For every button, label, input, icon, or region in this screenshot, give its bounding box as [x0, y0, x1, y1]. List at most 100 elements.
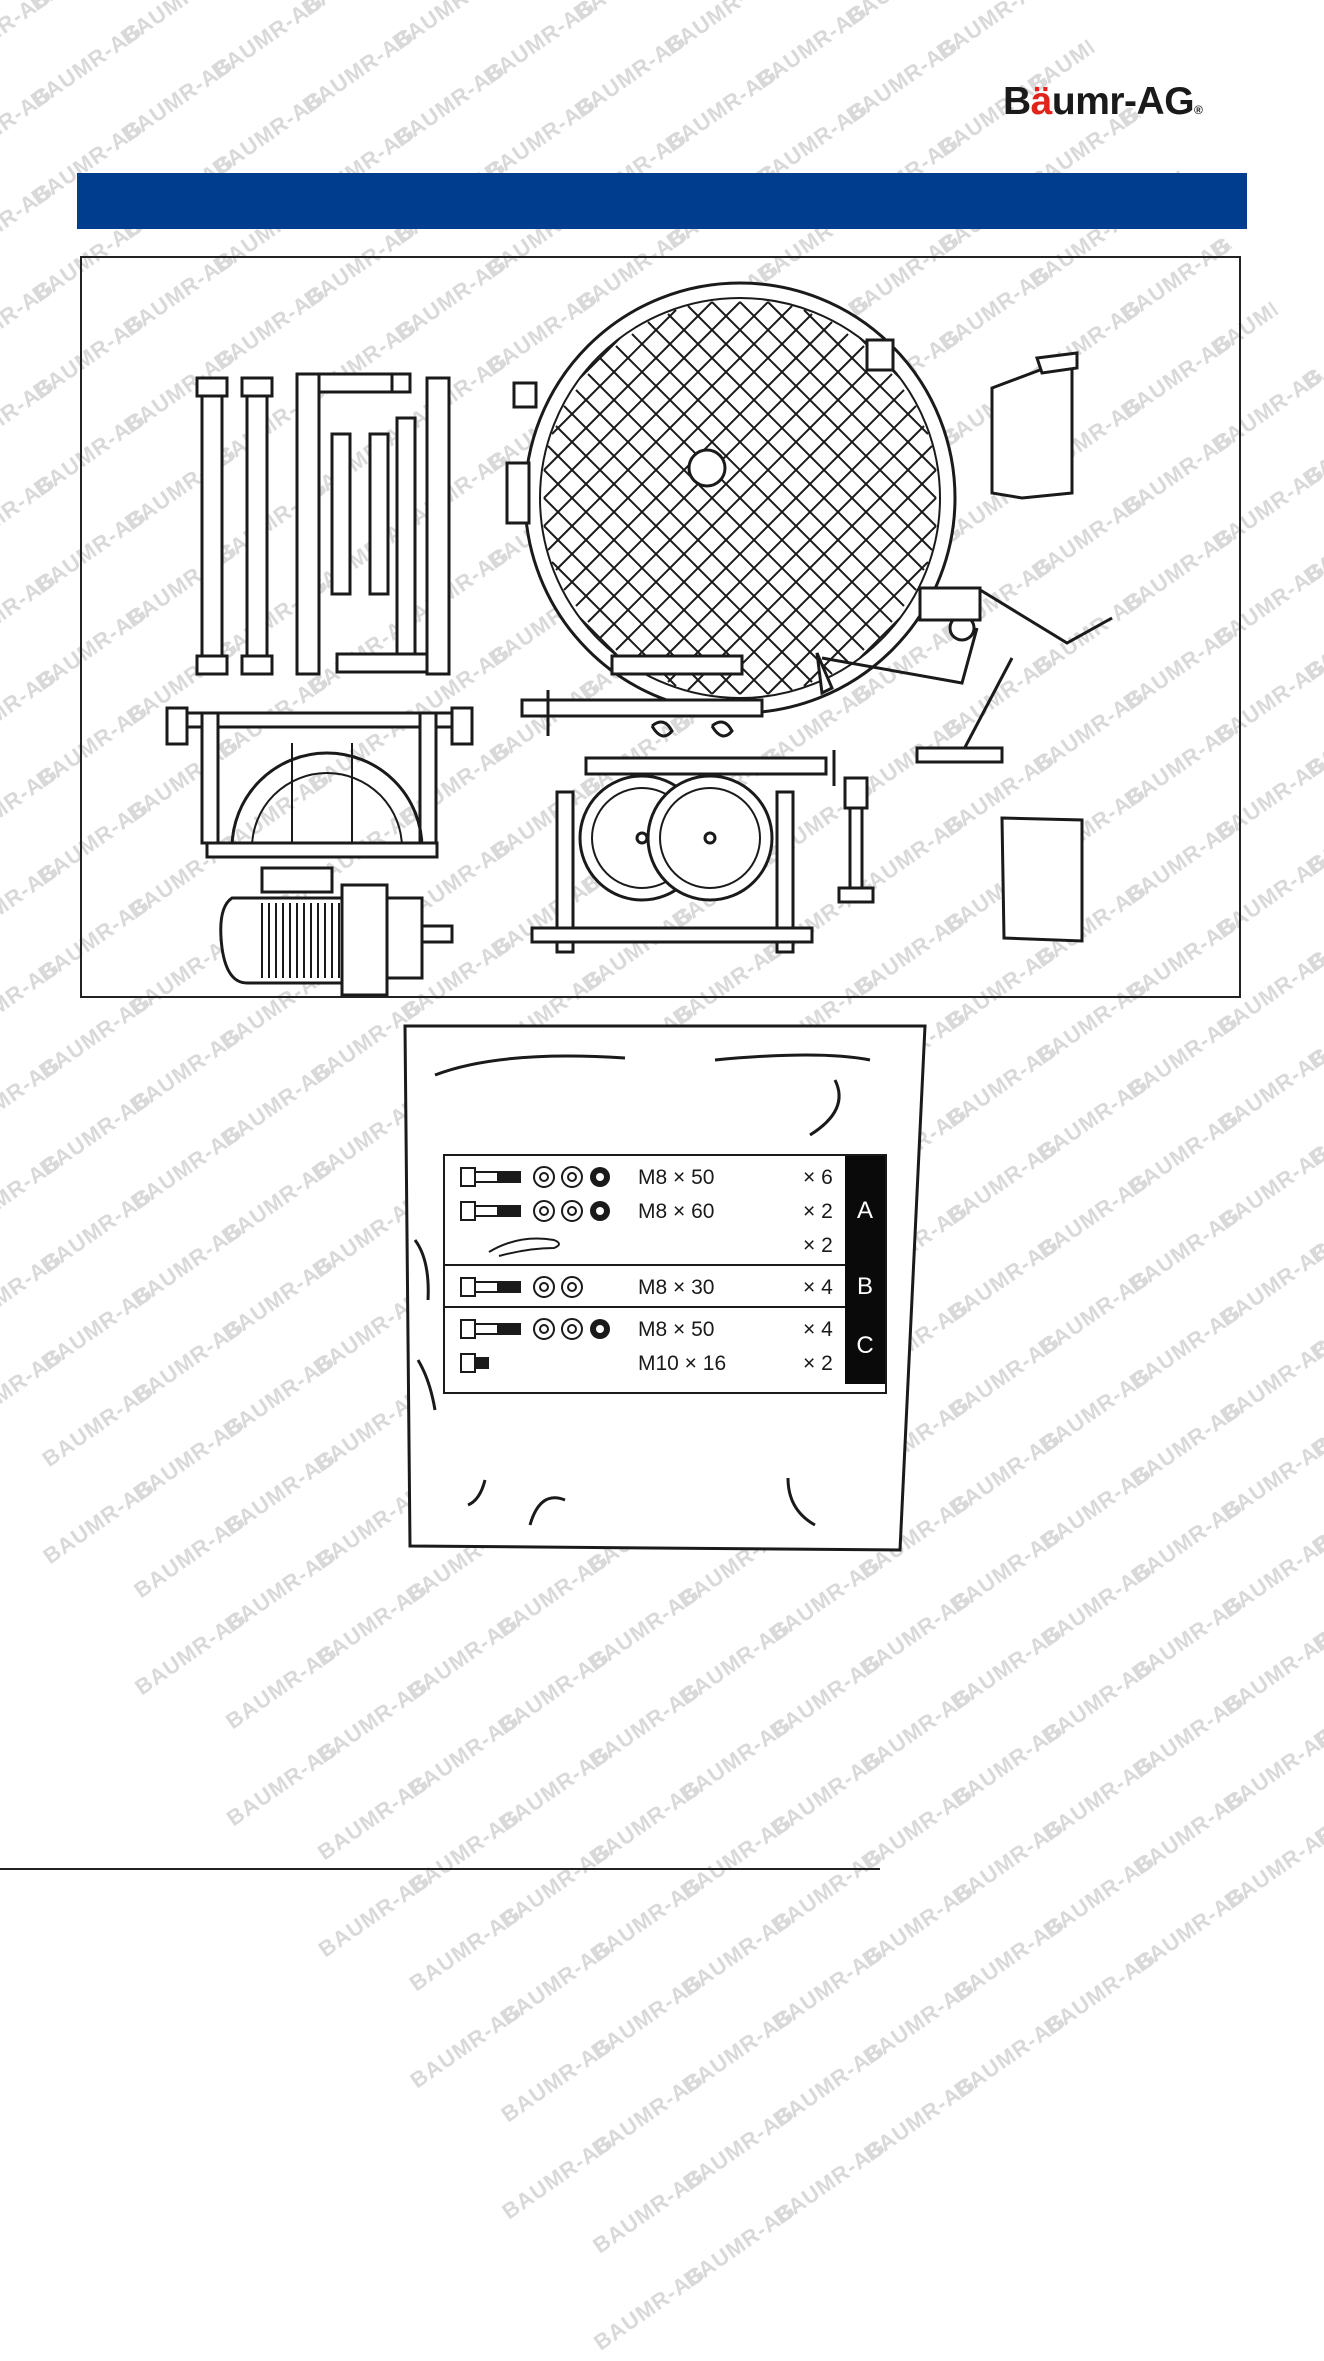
- watermark-text: BAUMR-AG: [947, 1716, 1069, 1812]
- watermark-text: BAUMR-AG: [583, 1580, 705, 1676]
- watermark-text: BAUMR-AG: [1130, 1978, 1252, 2074]
- watermark-text: BAUMR-AG: [0, 274, 59, 370]
- kit-row: × 2: [445, 1228, 845, 1262]
- kit-row: M8 × 50× 6: [445, 1160, 845, 1194]
- watermark-text: BAUMR-AG: [1122, 1007, 1244, 1103]
- tilting-lever: [815, 586, 1113, 764]
- watermark-text: BAUMR-AG: [945, 1522, 1067, 1618]
- watermark-text: BAUMR-AG: [128, 1410, 250, 1506]
- watermark-text: BAUMR-AG: [857, 1876, 979, 1972]
- watermark-text: BAUMR-AG: [1038, 1847, 1160, 1943]
- axle-bars: [520, 690, 836, 786]
- watermark-text: BAUMR-AG: [1214, 1138, 1324, 1235]
- watermark-text: BAUMR-AG: [1123, 1104, 1245, 1201]
- watermark-text: BAUMR-AG: [297, 22, 419, 118]
- watermark-text: BAUMR-AG: [841, 0, 963, 31]
- watermark-text: BAUMR-AG: [950, 2104, 1072, 2200]
- watermark-text: BAUMR-AG: [207, 0, 329, 84]
- watermark-text: BAUMR-AG: [1299, 493, 1324, 589]
- watermark-text: BAUMR-AG: [1309, 1755, 1324, 1851]
- watermark-text: BAUMR-AG: [492, 1546, 614, 1642]
- watermark-text: BAUMR-AG: [675, 1711, 797, 1807]
- watermark-text: BAUMR-AG: [1296, 202, 1324, 298]
- watermark-text: BAUMR-AG: [1127, 1590, 1249, 1686]
- watermark-text: BAUMR-AG: [1113, 0, 1235, 36]
- watermark-text: BAUMR-AG: [130, 1604, 252, 1700]
- watermark-text: BAUMR-AG: [0, 80, 57, 176]
- kit-group-letter: A: [845, 1156, 885, 1266]
- watermark-text: BAUMR-AG: [1219, 1721, 1324, 1817]
- watermark-text: BAUMR-AG: [1124, 1299, 1246, 1395]
- kit-row: M10 × 16× 2: [445, 1346, 845, 1380]
- leg-bar-1: [195, 376, 229, 676]
- watermark-text: BAUMR-AG: [674, 1614, 796, 1710]
- watermark-text: BAUMR-AG: [1305, 1269, 1324, 1366]
- kit-spec-label: M8 × 50: [638, 1318, 715, 1341]
- watermark-text: BAUMR-AG: [948, 1910, 1070, 2006]
- watermark-text: BAUMR-AG: [125, 1022, 247, 1118]
- watermark-text: BAUMR-AG: [25, 0, 147, 16]
- watermark-text: BAUMR-AG: [129, 1507, 251, 1603]
- watermark-text: BAUMR-AG: [1306, 1367, 1324, 1463]
- footer-rule: [0, 1868, 880, 1870]
- watermark-text: BAUMR-AG: [766, 1842, 888, 1938]
- watermark-text: BAUMR-AG: [0, 371, 60, 468]
- watermark-text: BAUMR-AG: [0, 954, 65, 1050]
- watermark-text: BAUMR-AG: [1295, 104, 1324, 201]
- watermark-text: BAUMR-AG: [0, 857, 64, 953]
- watermark-text: BAUMR-AG: [679, 2196, 801, 2293]
- watermark-text: BAUMR-AG: [942, 1231, 1064, 1327]
- watermark-text: BAUMR-AG: [126, 1216, 248, 1312]
- watermark-text: BAUMR-AG: [770, 2230, 892, 2327]
- kit-group-letter: C: [845, 1308, 885, 1384]
- watermark-text: BAUMR-AG: [38, 1473, 160, 1569]
- watermark-text: BAUMR-AG: [1302, 881, 1324, 977]
- watermark-text: BAUMR-AG: [312, 1769, 434, 1865]
- watermark-text: BAUMR-AG: [388, 56, 510, 152]
- parts-illustration: [165, 281, 1113, 996]
- watermark-text: BAUMR-AG: [1299, 590, 1324, 686]
- watermark-text: BAUMR-AG: [584, 1774, 706, 1870]
- watermark-text: BAUMR-AG: [1034, 1362, 1156, 1458]
- watermark-text: BAUMR-AG: [0, 760, 63, 856]
- watermark-text: BAUMR-AG: [1125, 1396, 1247, 1492]
- kit-quantity-label: × 4: [803, 1276, 833, 1299]
- watermark-text: BAUMR-AG: [1308, 1561, 1324, 1657]
- watermark-text: BAUMR-AG: [942, 1134, 1064, 1230]
- brand-logo: Bäumr-AG®: [1003, 80, 1203, 123]
- watermark-text: BAUMR-AG: [37, 1376, 159, 1472]
- logo-rest: umr-AG: [1051, 80, 1195, 123]
- watermark-text: BAUMR-AG: [217, 1250, 339, 1346]
- kit-row: M8 × 30× 4: [445, 1270, 845, 1304]
- bolt-set-icon: [460, 1318, 610, 1340]
- watermark-text: BAUMR-AG: [1307, 1464, 1324, 1560]
- watermark-text: BAUMR-AG: [1215, 1333, 1324, 1429]
- watermark-text: BAUMR-AG: [858, 1973, 980, 2069]
- wheels: [530, 774, 814, 954]
- watermark-text: BAUMR-AG: [585, 1871, 707, 1967]
- bolt-set-icon: [460, 1353, 489, 1373]
- watermark-text: BAUMR-AG: [311, 1575, 433, 1671]
- watermark-text: BAUMR-AG: [660, 61, 782, 157]
- electric-motor: [219, 866, 454, 996]
- watermark-text: BAUMR-AG: [1217, 1527, 1324, 1623]
- watermark-text: BAUMR-AG: [0, 663, 62, 759]
- watermark-text: BAUMR-AG: [297, 0, 419, 21]
- watermark-text: BAUMR-AG: [0, 566, 62, 662]
- watermark-text: BAUMR-AG: [680, 2294, 802, 2361]
- watermark-text: BAUMR-AG: [1301, 784, 1324, 880]
- watermark-text: BAUMR-AG: [589, 2260, 711, 2356]
- watermark-text: BAUMR-AG: [1297, 299, 1324, 395]
- watermark-text: BAUMR-AG: [312, 1672, 434, 1768]
- watermark-text: BAUMR-AG: [764, 1551, 886, 1647]
- kit-group-letter: B: [845, 1266, 885, 1308]
- watermark-text: BAUMR-AG: [1123, 1201, 1245, 1298]
- watermark-text: BAUMR-AG: [497, 2129, 619, 2225]
- wheel-axle-frame: [165, 706, 474, 859]
- watermark-text: BAUMR-AG: [34, 988, 156, 1084]
- watermark-text: BAUMR-AG: [1126, 1493, 1248, 1589]
- watermark-text: BAUMR-AG: [0, 1148, 67, 1244]
- watermark-text: BAUMR-AG: [1214, 1235, 1324, 1332]
